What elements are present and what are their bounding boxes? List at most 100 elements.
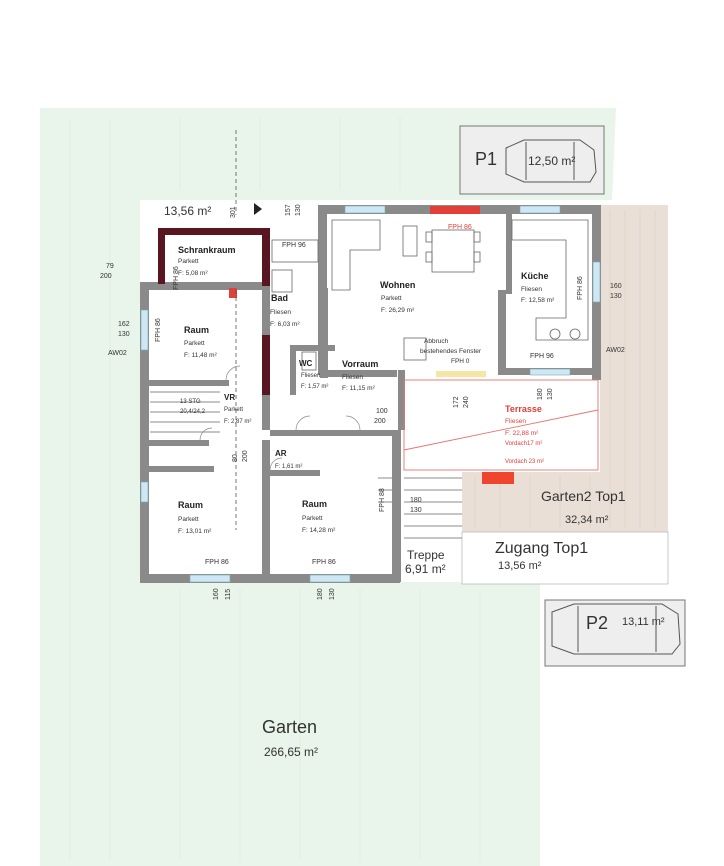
fph-labels: AW02 AW02 FPH 96 FPH 86 FPH 96 FPH 86 FP…: [108, 224, 625, 566]
vr-area: F: 2,87 m²: [224, 419, 251, 425]
dim-200a: 200: [100, 273, 112, 280]
dim-301: 301: [230, 206, 237, 218]
dimensions: 79 200 162 130 160 130 100 200 180 130 1…: [100, 204, 622, 600]
schrankraum-name: Schrankraum: [178, 245, 236, 255]
garten-area-value: 266,65 m²: [264, 745, 318, 759]
fph-raum3-label: FPH 86: [312, 559, 336, 566]
vorraum-area: F: 11,15 m²: [342, 385, 376, 392]
bad-area: F: 6,03 m²: [270, 321, 300, 328]
door-swings: [199, 365, 361, 471]
dim-130d: 130: [410, 507, 422, 514]
terrasse-area: F: 22,88 m²: [505, 430, 539, 437]
garten2-label: Garten2 Top1: [541, 488, 626, 504]
fph-raum1-label: FPH 86: [155, 318, 162, 342]
fph-raum2-label: FPH 86: [205, 559, 229, 566]
vr-name: VR: [224, 393, 235, 402]
raum3-name: Raum: [302, 499, 327, 509]
vorraum-floor: Fliesen: [342, 374, 363, 381]
terrasse-name: Terrasse: [505, 404, 542, 414]
stair-note-2: 20,4/24,2: [180, 409, 206, 415]
aw02-left-label: AW02: [108, 350, 127, 357]
raum2-area: F: 13,01 m²: [178, 528, 212, 535]
zugang-label: Zugang Top1: [495, 540, 588, 557]
p2-car-icon: [551, 603, 681, 655]
wohnen-name: Wohnen: [380, 280, 415, 290]
treppe-area-value: 6,91 m²: [405, 562, 446, 576]
outdoor-labels: 13,56 m² P1 12,50 m² P2 13,11 m² Garten2…: [164, 149, 665, 759]
zugang-area-value: 13,56 m²: [498, 560, 542, 572]
terrasse-floor: Fliesen: [505, 418, 526, 425]
building-floor: [140, 205, 600, 582]
fph-schrank-label: FPH 86: [173, 266, 180, 290]
wohnen-floor: Parkett: [381, 295, 402, 302]
kueche-area: F: 12,58 m²: [521, 297, 555, 304]
dim-130f: 130: [295, 204, 302, 216]
dim-130e: 130: [329, 588, 336, 600]
p1-parking: [459, 125, 605, 195]
abbruch-note-2: bestehendes Fenster: [420, 348, 482, 355]
terrasse-outline: [403, 379, 599, 471]
garten2-texture: [474, 210, 656, 528]
bad-floor: Fliesen: [270, 309, 291, 316]
bad-name: Bad: [271, 293, 288, 303]
raum2-floor: Parkett: [178, 516, 199, 523]
fph0-note: FPH 0: [451, 358, 470, 365]
garten2-area: [462, 205, 668, 532]
fph-kueche-v-label: FPH 86: [577, 276, 584, 300]
dim-200c: 200: [242, 450, 249, 462]
dim-240: 240: [463, 396, 470, 408]
schrankraum-area: F: 5,08 m²: [178, 270, 208, 277]
room-labels: Schrankraum Parkett F: 5,08 m² Bad Flies…: [178, 245, 555, 535]
ar-name: AR: [275, 449, 287, 458]
dim-180a: 180: [537, 388, 544, 400]
kueche-name: Küche: [521, 271, 549, 281]
dim-180b: 180: [410, 497, 422, 504]
fph-stair-label: FPH 88: [379, 488, 386, 512]
p2-parking: [544, 599, 686, 667]
p1-car-icon: [505, 139, 597, 183]
ar-area: F: 1,61 m²: [275, 464, 302, 470]
terrasse-vordach2: Vordach 23 m²: [505, 459, 544, 465]
dim-160b: 160: [213, 588, 220, 600]
dim-79: 79: [106, 263, 114, 270]
treppe-label: Treppe: [407, 548, 445, 562]
dim-130a: 130: [118, 331, 130, 338]
schrankraum-walls: [158, 228, 270, 395]
garten-label: Garten: [262, 717, 317, 737]
schrankraum-floor: Parkett: [178, 258, 199, 265]
raum1-area: F: 11,48 m²: [184, 352, 218, 359]
garten2-area-value: 32,34 m²: [565, 514, 609, 526]
abbruch-note: Abbruch: [424, 338, 449, 345]
windows: [140, 205, 601, 583]
dim-100: 100: [376, 408, 388, 415]
demolition-marks: [229, 206, 514, 484]
entrance-arrow-icon: [254, 203, 262, 215]
dim-157: 157: [285, 204, 292, 216]
wc-floor: Fliesen: [301, 373, 320, 379]
dim-115: 115: [225, 589, 232, 600]
dim-130c: 130: [547, 388, 554, 400]
fph-bad-label: FPH 96: [282, 242, 306, 249]
raum2-name: Raum: [178, 500, 203, 510]
top-area-label: 13,56 m²: [164, 204, 211, 218]
wc-area: F: 1,57 m²: [301, 384, 328, 390]
abbruch-window: [436, 371, 486, 377]
wc-name: WC: [299, 359, 313, 368]
wohnen-area: F: 26,29 m²: [381, 307, 415, 314]
terrasse-floor: [400, 378, 600, 472]
terrasse-vordach1: Vordach17 m²: [505, 441, 542, 447]
dim-172: 172: [453, 396, 460, 408]
raum1-floor: Parkett: [184, 340, 205, 347]
dim-160a: 160: [610, 283, 622, 290]
dim-162: 162: [118, 321, 130, 328]
garten-texture: [69, 118, 481, 860]
fph-wohnen-label: FPH 86: [448, 224, 472, 231]
vr-floor: Parkett: [224, 407, 243, 413]
zugang-area: [461, 531, 669, 585]
p1-label: P1: [475, 149, 497, 169]
dim-200b: 200: [374, 418, 386, 425]
fph-kueche-label: FPH 96: [530, 353, 554, 360]
raum3-area: F: 14,28 m²: [302, 527, 336, 534]
furniture: [150, 219, 589, 539]
